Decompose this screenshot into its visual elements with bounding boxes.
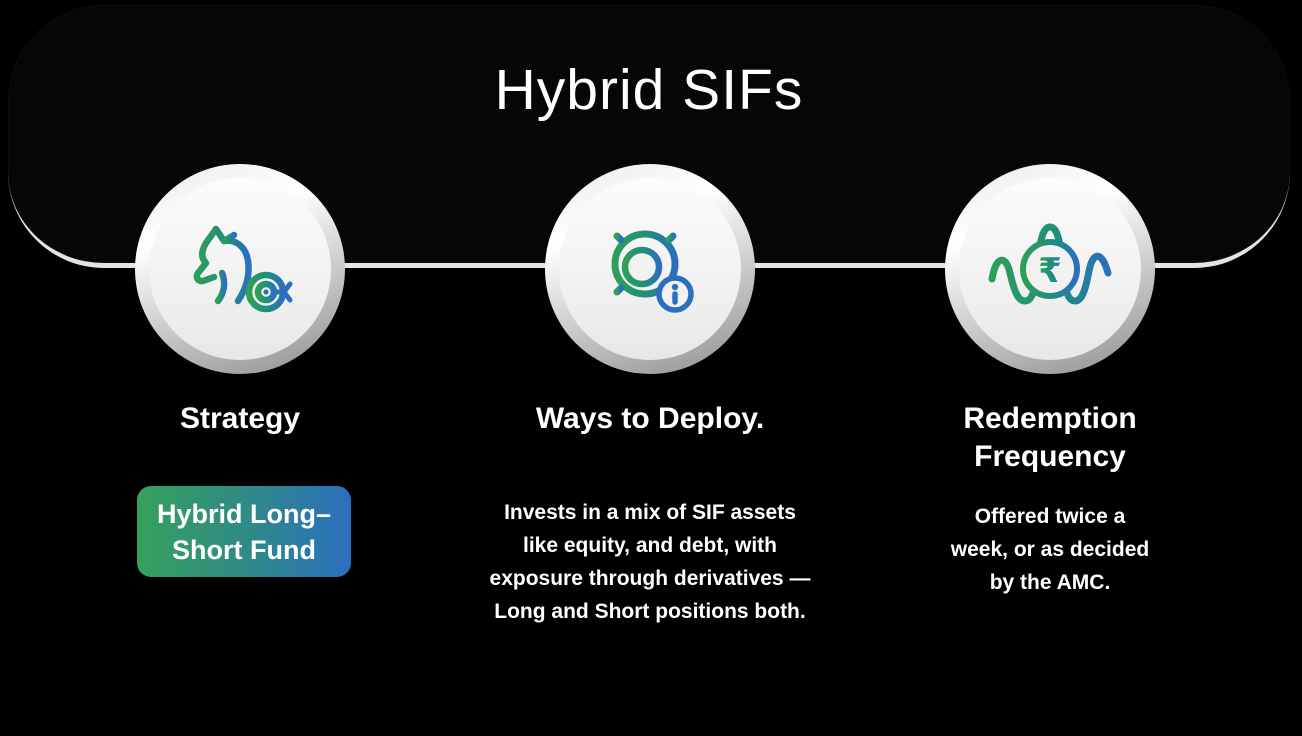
strategy-heading: Strategy: [179, 402, 301, 435]
gear-info-icon: [601, 220, 694, 313]
frequency-wave-rupee-icon: ₹: [988, 223, 1112, 305]
deploy-description: Invests in a mix of SIF assets like equi…: [489, 501, 811, 623]
deploy-heading: Ways to Deploy.: [535, 402, 765, 435]
frequency-column: Redemption Frequency Offered twice a wee…: [860, 400, 1240, 700]
frequency-heading: Redemption Frequency: [963, 402, 1137, 473]
hybrid-long-short-fund-badge: Hybrid Long– Short Fund: [137, 486, 351, 577]
badge-line-1: Hybrid Long–: [157, 498, 331, 529]
frequency-description: Offered twice a week, or as decided by t…: [950, 505, 1150, 594]
deploy-circle: [545, 164, 755, 374]
rupee-symbol: ₹: [1038, 251, 1062, 291]
strategy-knight-target-icon: [193, 225, 293, 314]
page-title: Hybrid SIFs: [494, 58, 804, 122]
strategy-circle: [135, 164, 345, 374]
strategy-column: Strategy Hybrid Long– Short Fund: [50, 400, 430, 700]
frequency-circle: ₹: [945, 164, 1155, 374]
deploy-column: Ways to Deploy. Invests in a mix of SIF …: [460, 400, 840, 700]
badge-line-2: Short Fund: [172, 534, 316, 565]
